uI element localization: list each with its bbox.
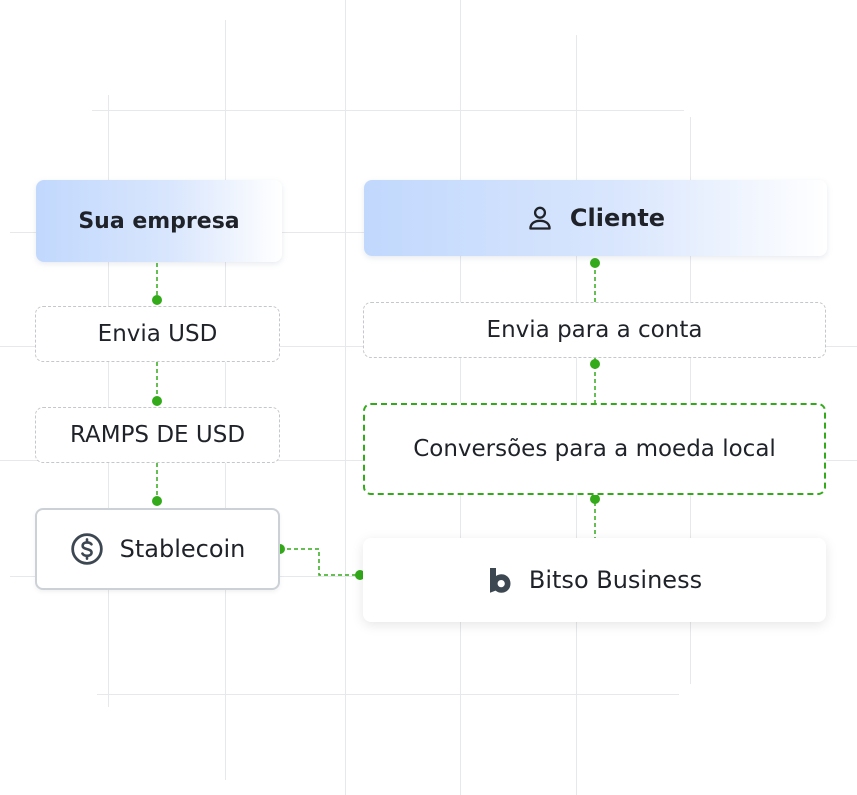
grid-line <box>92 110 684 111</box>
client-header: Cliente <box>364 180 827 256</box>
connector-dot <box>590 494 600 504</box>
company-header: Sua empresa <box>36 180 282 262</box>
step-send-usd-label: Envia USD <box>97 321 218 347</box>
step-local-currency-conversion-label: Conversões para a moeda local <box>413 436 776 462</box>
bitso-business-label: Bitso Business <box>528 566 703 594</box>
connector-dot <box>152 496 162 506</box>
dollar-circle-icon <box>70 532 104 566</box>
connector-dot <box>590 258 600 268</box>
stablecoin-label: Stablecoin <box>119 535 246 563</box>
client-header-label: Cliente <box>569 204 666 232</box>
connector-dot <box>590 359 600 369</box>
step-send-to-account-label: Envia para a conta <box>486 317 703 343</box>
step-send-to-account: Envia para a conta <box>363 302 826 358</box>
grid-line <box>460 0 461 795</box>
user-icon <box>526 204 554 232</box>
connector-line <box>280 548 360 576</box>
step-send-usd: Envia USD <box>35 306 280 362</box>
bitso-logo-icon <box>487 566 513 594</box>
grid-line <box>345 0 346 795</box>
stablecoin-node: Stablecoin <box>35 508 280 590</box>
grid-line <box>225 20 226 780</box>
grid-line <box>97 694 679 695</box>
grid-line <box>108 95 109 707</box>
step-local-currency-conversion: Conversões para a moeda local <box>363 403 826 495</box>
company-header-label: Sua empresa <box>78 208 240 234</box>
grid-line <box>690 117 691 684</box>
step-usd-ramps: RAMPS DE USD <box>35 407 280 463</box>
step-usd-ramps-label: RAMPS DE USD <box>69 422 246 448</box>
connector-dot <box>355 570 365 580</box>
bitso-business-node: Bitso Business <box>363 538 826 622</box>
connector-dot <box>152 396 162 406</box>
connector-dot <box>152 295 162 305</box>
